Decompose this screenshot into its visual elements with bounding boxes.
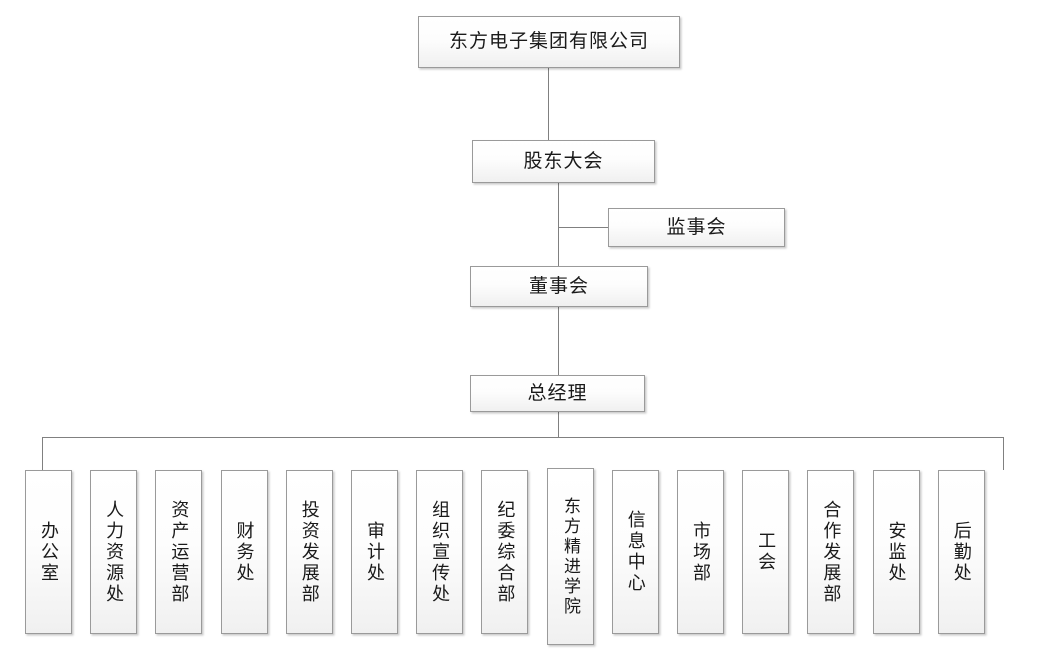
department-label: 财务处 (234, 520, 255, 584)
department-box-5[interactable]: 投资发展部 (285, 470, 333, 634)
department-label: 组织宣传处 (430, 499, 451, 605)
department-box-9[interactable]: 东方精进学院 (546, 468, 594, 645)
department-label: 市场部 (690, 520, 711, 584)
department-label: 投资发展部 (299, 499, 320, 605)
department-box-1[interactable]: 办公室 (25, 470, 72, 634)
node-board-label: 董事会 (528, 275, 589, 297)
node-shareholders-meeting[interactable]: 股东大会 (472, 140, 655, 183)
connector-company-to-shareholders (548, 68, 549, 140)
node-general-manager[interactable]: 总经理 (470, 375, 645, 412)
department-box-11[interactable]: 市场部 (677, 470, 724, 634)
department-label: 后勤处 (951, 520, 972, 584)
node-company[interactable]: 东方电子集团有限公司 (418, 16, 680, 68)
department-label: 办公室 (38, 520, 59, 584)
department-box-10[interactable]: 信息中心 (611, 470, 659, 634)
node-supervisors-label: 监事会 (666, 216, 727, 238)
node-board-of-directors[interactable]: 董事会 (470, 266, 648, 307)
node-manager-label: 总经理 (527, 382, 588, 404)
department-label: 审计处 (364, 520, 385, 584)
department-box-4[interactable]: 财务处 (220, 470, 268, 634)
department-label: 东方精进学院 (561, 496, 581, 617)
department-box-7[interactable]: 组织宣传处 (416, 470, 464, 634)
department-box-6[interactable]: 审计处 (351, 470, 398, 634)
department-label: 合作发展部 (821, 499, 842, 605)
connector-manager-to-bus (558, 412, 559, 437)
node-shareholders-label: 股东大会 (523, 150, 604, 172)
department-box-12[interactable]: 工会 (742, 470, 790, 634)
department-box-2[interactable]: 人力资源处 (90, 470, 138, 634)
department-bus-line (42, 437, 1004, 438)
connector-shareholders-to-board (558, 183, 559, 266)
department-box-15[interactable]: 后勤处 (937, 470, 985, 634)
department-box-14[interactable]: 安监处 (872, 470, 920, 634)
department-label: 信息中心 (625, 510, 646, 594)
department-box-13[interactable]: 合作发展部 (807, 470, 855, 634)
connector-bus-to-first-department (42, 437, 43, 470)
node-board-of-supervisors[interactable]: 监事会 (608, 208, 785, 247)
department-box-3[interactable]: 资产运营部 (155, 470, 203, 634)
department-label: 人力资源处 (104, 499, 125, 605)
department-label: 纪委综合部 (495, 499, 516, 605)
department-label: 工会 (756, 531, 777, 573)
department-label: 资产运营部 (169, 499, 190, 605)
connector-trunk-to-supervisors (558, 227, 609, 228)
connector-board-to-manager (558, 307, 559, 375)
connector-bus-to-last-department (1003, 437, 1004, 470)
node-company-label: 东方电子集团有限公司 (448, 31, 649, 53)
department-box-8[interactable]: 纪委综合部 (481, 470, 529, 634)
department-label: 安监处 (886, 520, 907, 584)
